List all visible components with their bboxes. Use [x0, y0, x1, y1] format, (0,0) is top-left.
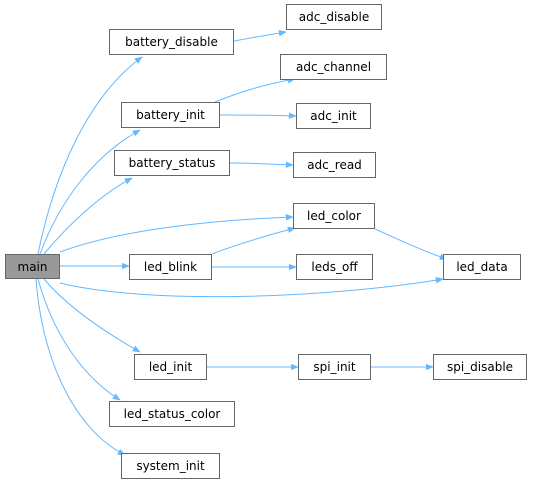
edge-led-blink-to-led-color — [211, 226, 296, 255]
node-led-init[interactable]: led_init — [134, 354, 207, 380]
node-main: main — [5, 254, 60, 279]
edge-main-to-battery-init — [39, 129, 141, 255]
edge-main-to-led-status-color — [37, 278, 121, 401]
edge-battery-status-to-adc-read — [229, 161, 294, 168]
edge-main-to-led-init — [43, 278, 141, 353]
edge-main-to-system-init — [35, 278, 126, 456]
node-adc-read[interactable]: adc_read — [293, 152, 376, 178]
node-battery-status[interactable]: battery_status — [114, 150, 230, 176]
node-spi-init[interactable]: spi_init — [298, 354, 371, 380]
edge-main-to-led-data — [59, 277, 444, 298]
node-led-status-color[interactable]: led_status_color — [109, 401, 235, 427]
node-battery-init[interactable]: battery_init — [121, 102, 220, 128]
node-adc-channel[interactable]: adc_channel — [280, 54, 387, 80]
edge-battery-init-to-adc-init — [219, 112, 297, 119]
node-leds-off[interactable]: leds_off — [296, 254, 373, 280]
node-led-data[interactable]: led_data — [443, 254, 521, 280]
node-battery-disable[interactable]: battery_disable — [109, 29, 234, 55]
node-system-init[interactable]: system_init — [121, 453, 220, 479]
edge-main-to-led-color — [59, 214, 294, 253]
edge-main-to-battery-status — [43, 177, 133, 255]
node-adc-disable[interactable]: adc_disable — [286, 4, 382, 30]
edge-battery-init-to-adc-channel — [214, 77, 296, 103]
edge-led-color-to-led-data — [374, 228, 448, 260]
node-led-blink[interactable]: led_blink — [129, 254, 212, 280]
node-adc-init[interactable]: adc_init — [296, 103, 371, 129]
edge-main-to-battery-disable — [37, 56, 143, 255]
edge-battery-disable-to-adc-disable — [233, 30, 287, 42]
node-led-color[interactable]: led_color — [293, 203, 375, 229]
node-spi-disable[interactable]: spi_disable — [433, 354, 527, 380]
